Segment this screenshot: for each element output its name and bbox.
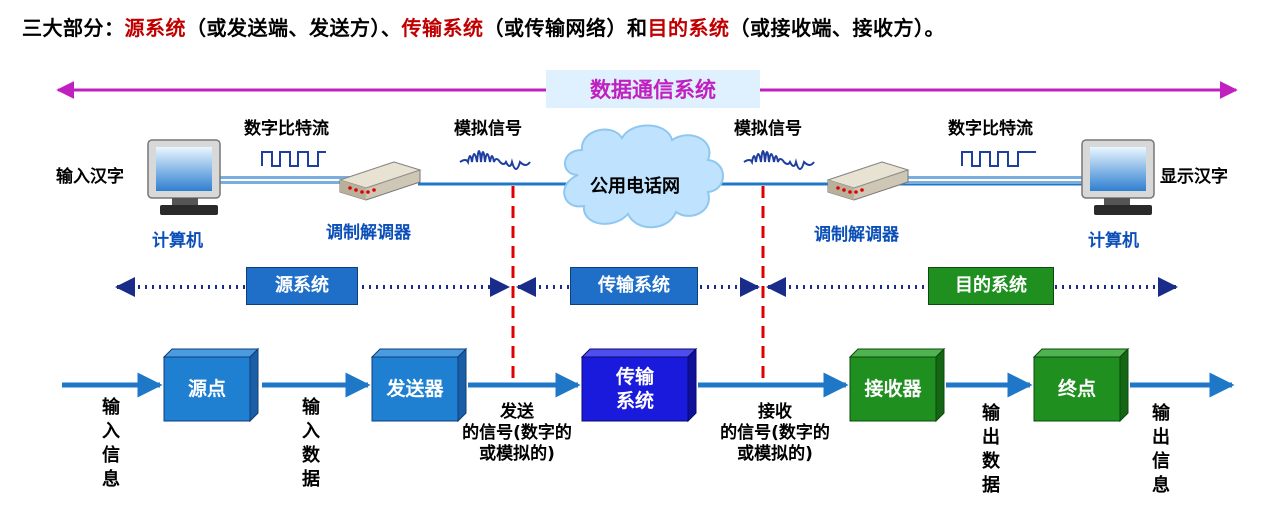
char: 输 bbox=[102, 397, 120, 418]
transmission-system-box: 传输系统 bbox=[570, 267, 698, 305]
heading-part-7: （或接收端、接收方）。 bbox=[729, 16, 945, 40]
heading-part-1: 三大部分： bbox=[22, 16, 125, 40]
destination-point-cube bbox=[1032, 347, 1130, 423]
right-digital-waveform-icon bbox=[961, 151, 1036, 167]
char: 信 bbox=[1152, 451, 1170, 472]
char: 出 bbox=[1152, 427, 1170, 448]
char: 息 bbox=[1152, 475, 1170, 496]
transmitter-label: 发送器 bbox=[386, 378, 444, 400]
recv-caption-line2: 的信号(数字的 bbox=[720, 423, 830, 443]
left-computer-label: 计算机 bbox=[152, 231, 203, 251]
input-info-label: 输入信息 bbox=[100, 396, 122, 492]
receiver-label: 接收器 bbox=[864, 378, 922, 400]
destination-point-label: 终点 bbox=[1057, 378, 1096, 400]
data-communication-system-label: 数据通信系统 bbox=[546, 70, 760, 108]
char: 信 bbox=[102, 445, 120, 466]
left-digital-label: 数字比特流 bbox=[244, 119, 329, 139]
phone-network-label: 公用电话网 bbox=[590, 176, 680, 197]
transmission-label-line2: 系统 bbox=[615, 390, 654, 412]
page-heading: 三大部分：源系统（或发送端、发送方）、传输系统（或传输网络）和目的系统（或接收端… bbox=[22, 12, 945, 41]
input-data-label: 输入数据 bbox=[300, 396, 322, 492]
char: 输 bbox=[1152, 403, 1170, 424]
transmission-label-line1: 传输 bbox=[615, 366, 654, 388]
transmitter-cube bbox=[370, 347, 468, 423]
char: 息 bbox=[102, 469, 120, 490]
recv-caption-line1: 接收 bbox=[758, 402, 792, 422]
char: 出 bbox=[982, 427, 1000, 448]
network-line bbox=[218, 176, 1100, 186]
heading-part-5: （或传输网络）和 bbox=[483, 16, 648, 40]
char: 数 bbox=[302, 445, 320, 466]
char: 入 bbox=[102, 421, 120, 442]
char: 据 bbox=[982, 475, 1000, 496]
char: 据 bbox=[302, 469, 320, 490]
sent-signal-caption: 发送 的信号(数字的 或模拟的) bbox=[452, 402, 582, 465]
source-point-label: 源点 bbox=[187, 378, 226, 400]
heading-part-3: （或发送端、发送方）、 bbox=[186, 16, 402, 40]
left-digital-waveform-icon bbox=[261, 151, 326, 167]
heading-destination-system: 目的系统 bbox=[647, 16, 730, 40]
source-system-box: 源系统 bbox=[246, 267, 358, 305]
char: 数 bbox=[982, 451, 1000, 472]
source-point-cube bbox=[162, 347, 260, 423]
transmission-system-cube bbox=[580, 347, 698, 423]
output-data-label: 输出数据 bbox=[980, 402, 1002, 498]
sent-caption-line3: 或模拟的) bbox=[479, 444, 555, 464]
heading-source-system: 源系统 bbox=[124, 16, 186, 40]
left-computer-icon bbox=[147, 139, 221, 215]
recv-caption-line3: 或模拟的) bbox=[737, 444, 813, 464]
right-analog-label: 模拟信号 bbox=[734, 119, 802, 139]
right-computer-label: 计算机 bbox=[1088, 231, 1139, 251]
left-analog-label: 模拟信号 bbox=[454, 119, 522, 139]
heading-transmission-system: 传输系统 bbox=[401, 16, 484, 40]
left-modem-icon bbox=[338, 161, 422, 201]
left-modem-label: 调制解调器 bbox=[326, 223, 411, 243]
destination-system-box: 目的系统 bbox=[928, 267, 1054, 305]
sent-caption-line1: 发送 bbox=[500, 402, 534, 422]
left-analog-waveform-icon bbox=[459, 150, 531, 170]
char: 输 bbox=[302, 397, 320, 418]
received-signal-caption: 接收 的信号(数字的 或模拟的) bbox=[710, 402, 840, 465]
output-chinese-label: 显示汉字 bbox=[1160, 167, 1228, 187]
output-info-label: 输出信息 bbox=[1150, 402, 1172, 498]
right-digital-label: 数字比特流 bbox=[948, 119, 1033, 139]
char: 输 bbox=[982, 403, 1000, 424]
receiver-cube bbox=[848, 347, 946, 423]
right-modem-label: 调制解调器 bbox=[814, 225, 899, 245]
phone-network-cloud-icon bbox=[563, 124, 724, 229]
right-computer-icon bbox=[1081, 139, 1155, 215]
sent-caption-line2: 的信号(数字的 bbox=[462, 423, 572, 443]
right-modem-icon bbox=[826, 161, 910, 201]
right-analog-waveform-icon bbox=[743, 150, 815, 170]
char: 入 bbox=[302, 421, 320, 442]
input-chinese-label: 输入汉字 bbox=[56, 167, 124, 187]
